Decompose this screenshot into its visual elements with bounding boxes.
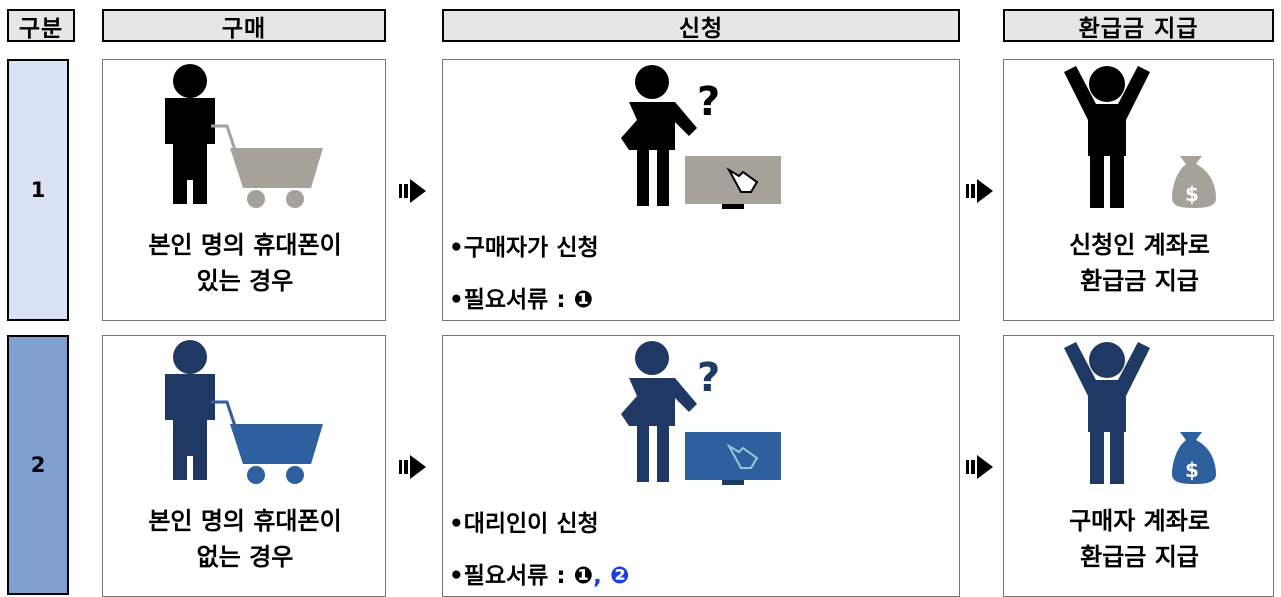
- row2-refund-line1: 구매자 계좌로: [1069, 507, 1210, 535]
- svg-text:?: ?: [697, 79, 720, 125]
- row2-purchase-cell: 본인 명의 휴대폰이 없는 경우: [102, 335, 386, 597]
- svg-text:$: $: [1185, 182, 1199, 206]
- person-shopping-cart-icon: [165, 64, 323, 208]
- row2-refund-line2: 환급금 지급: [1080, 543, 1199, 571]
- doc-mark-1: ❶: [573, 287, 594, 313]
- row1-refund-cell: $ 신청인 계좌로 환급금 지급: [1003, 59, 1274, 321]
- doc-mark-2: ❷: [609, 563, 630, 589]
- arrow-right-icon: [399, 176, 429, 206]
- header-apply: 신청: [442, 9, 960, 42]
- header-refund: 환급금 지급: [1003, 9, 1274, 42]
- row2-apply-cell: ? •대리인이 신청 •필요서류 : ❶, ❷: [442, 335, 960, 597]
- doc-mark-1: ❶: [573, 563, 594, 589]
- arrow-right-icon: [966, 452, 996, 482]
- row1-purchase-line1: 본인 명의 휴대폰이: [148, 231, 342, 259]
- header-purchase: 구매: [102, 9, 386, 42]
- row1-docs: •필요서류 : ❶: [449, 287, 594, 313]
- person-question-monitor-icon: ?: [621, 341, 781, 485]
- person-shopping-cart-icon: [165, 340, 323, 484]
- row2-purchase-line1: 본인 명의 휴대폰이: [148, 507, 342, 535]
- row-number-2: 2: [7, 335, 69, 595]
- svg-text:?: ?: [697, 355, 720, 401]
- row-number-1: 1: [7, 59, 69, 321]
- row2-purchase-line2: 없는 경우: [196, 543, 294, 571]
- arrow-right-icon: [399, 452, 429, 482]
- row1-apply-who: •구매자가 신청: [449, 235, 599, 261]
- person-cheering-money-bag-icon: $: [1064, 342, 1216, 484]
- doc-separator: ,: [593, 563, 602, 589]
- header-category: 구분: [7, 9, 75, 42]
- person-question-monitor-icon: ?: [621, 65, 781, 209]
- row1-apply-cell: ? •구매자가 신청 •필요서류 : ❶: [442, 59, 960, 321]
- row1-refund-line1: 신청인 계좌로: [1069, 231, 1210, 259]
- docs-label: 필요서류 :: [463, 287, 566, 313]
- row1-refund-line2: 환급금 지급: [1080, 267, 1199, 295]
- row2-docs: •필요서류 : ❶, ❷: [449, 563, 630, 589]
- row1-purchase-cell: 본인 명의 휴대폰이 있는 경우: [102, 59, 386, 321]
- arrow-right-icon: [966, 176, 996, 206]
- svg-text:$: $: [1185, 458, 1199, 482]
- docs-label: 필요서류 :: [463, 563, 566, 589]
- row2-refund-cell: $ 구매자 계좌로 환급금 지급: [1003, 335, 1274, 597]
- row2-apply-who: •대리인이 신청: [449, 511, 599, 537]
- row1-purchase-line2: 있는 경우: [196, 267, 294, 295]
- person-cheering-money-bag-icon: $: [1064, 66, 1216, 208]
